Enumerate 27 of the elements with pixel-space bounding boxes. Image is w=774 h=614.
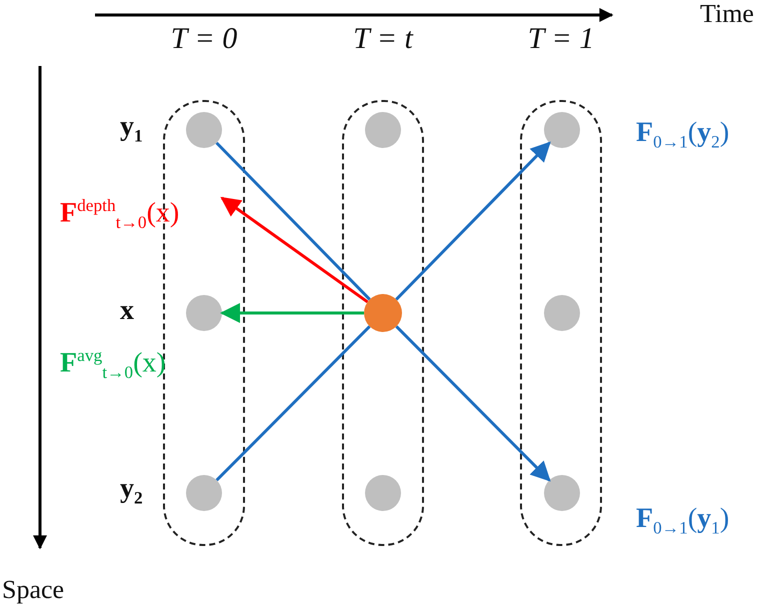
point-circle xyxy=(186,295,222,331)
point-circle xyxy=(364,294,402,332)
point-circle xyxy=(186,112,222,148)
arrow xyxy=(395,141,551,300)
connector-line xyxy=(216,325,371,482)
point-circle xyxy=(186,475,222,511)
point-circle xyxy=(365,112,401,148)
point-circle xyxy=(365,475,401,511)
point-label: y$_{1}$ xyxy=(120,112,143,146)
point-label: F$_{0→1}$(y$_{2}$) xyxy=(636,118,730,152)
arrow xyxy=(220,303,364,323)
point-circle xyxy=(544,295,580,331)
connector-line xyxy=(216,142,371,300)
axis-label: Space xyxy=(2,576,64,605)
point-label: F$_{0→1}$(y$_{1}$) xyxy=(636,504,730,538)
time-heading: T = t xyxy=(353,22,413,56)
point-circle xyxy=(544,475,580,511)
point-circle xyxy=(544,112,580,148)
axis-label: Time xyxy=(700,0,754,29)
math-label: F$^{depth}$$_{t→0}$(x) xyxy=(60,196,180,232)
math-label: F$^{avg}$$_{t→0}$(x) xyxy=(60,346,166,382)
arrow xyxy=(220,196,368,304)
time-heading: T = 1 xyxy=(528,22,594,56)
point-label: x xyxy=(120,296,134,327)
arrow xyxy=(395,325,551,482)
time-heading: T = 0 xyxy=(170,22,238,56)
point-label: y$_{2}$ xyxy=(120,474,143,508)
